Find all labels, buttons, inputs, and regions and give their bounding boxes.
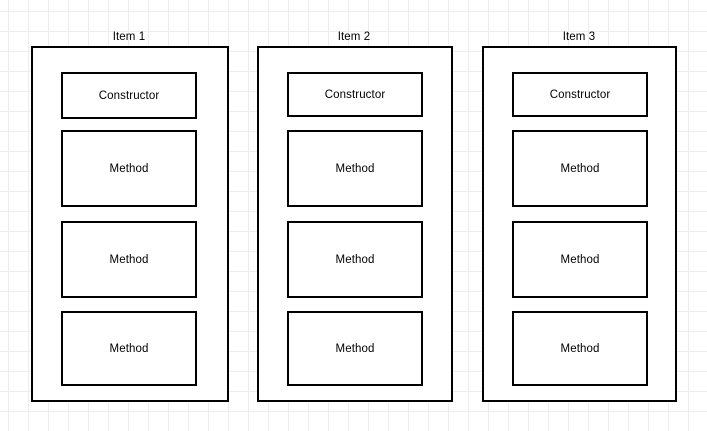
member-box-3-3[interactable]: Method <box>512 311 648 386</box>
member-label: Method <box>560 253 600 266</box>
member-label: Method <box>335 342 375 355</box>
item-title-1: Item 1 <box>112 31 146 43</box>
member-box-3-1[interactable]: Method <box>512 130 648 207</box>
member-label: Method <box>109 162 149 175</box>
member-label: Constructor <box>549 88 611 101</box>
item-title-3: Item 3 <box>562 31 596 43</box>
member-label: Method <box>335 162 375 175</box>
member-box-1-3[interactable]: Method <box>61 311 197 386</box>
member-label: Constructor <box>98 89 160 102</box>
member-box-3-2[interactable]: Method <box>512 221 648 298</box>
member-label: Method <box>560 342 600 355</box>
member-box-1-0[interactable]: Constructor <box>61 72 197 119</box>
member-box-2-1[interactable]: Method <box>287 130 423 207</box>
member-box-1-1[interactable]: Method <box>61 130 197 207</box>
member-label: Method <box>109 342 149 355</box>
member-box-1-2[interactable]: Method <box>61 221 197 298</box>
member-box-2-3[interactable]: Method <box>287 311 423 386</box>
member-label: Constructor <box>324 88 386 101</box>
member-box-2-0[interactable]: Constructor <box>287 72 423 117</box>
member-box-3-0[interactable]: Constructor <box>512 72 648 117</box>
member-label: Method <box>560 162 600 175</box>
item-title-2: Item 2 <box>337 31 371 43</box>
member-label: Method <box>109 253 149 266</box>
member-label: Method <box>335 253 375 266</box>
member-box-2-2[interactable]: Method <box>287 221 423 298</box>
